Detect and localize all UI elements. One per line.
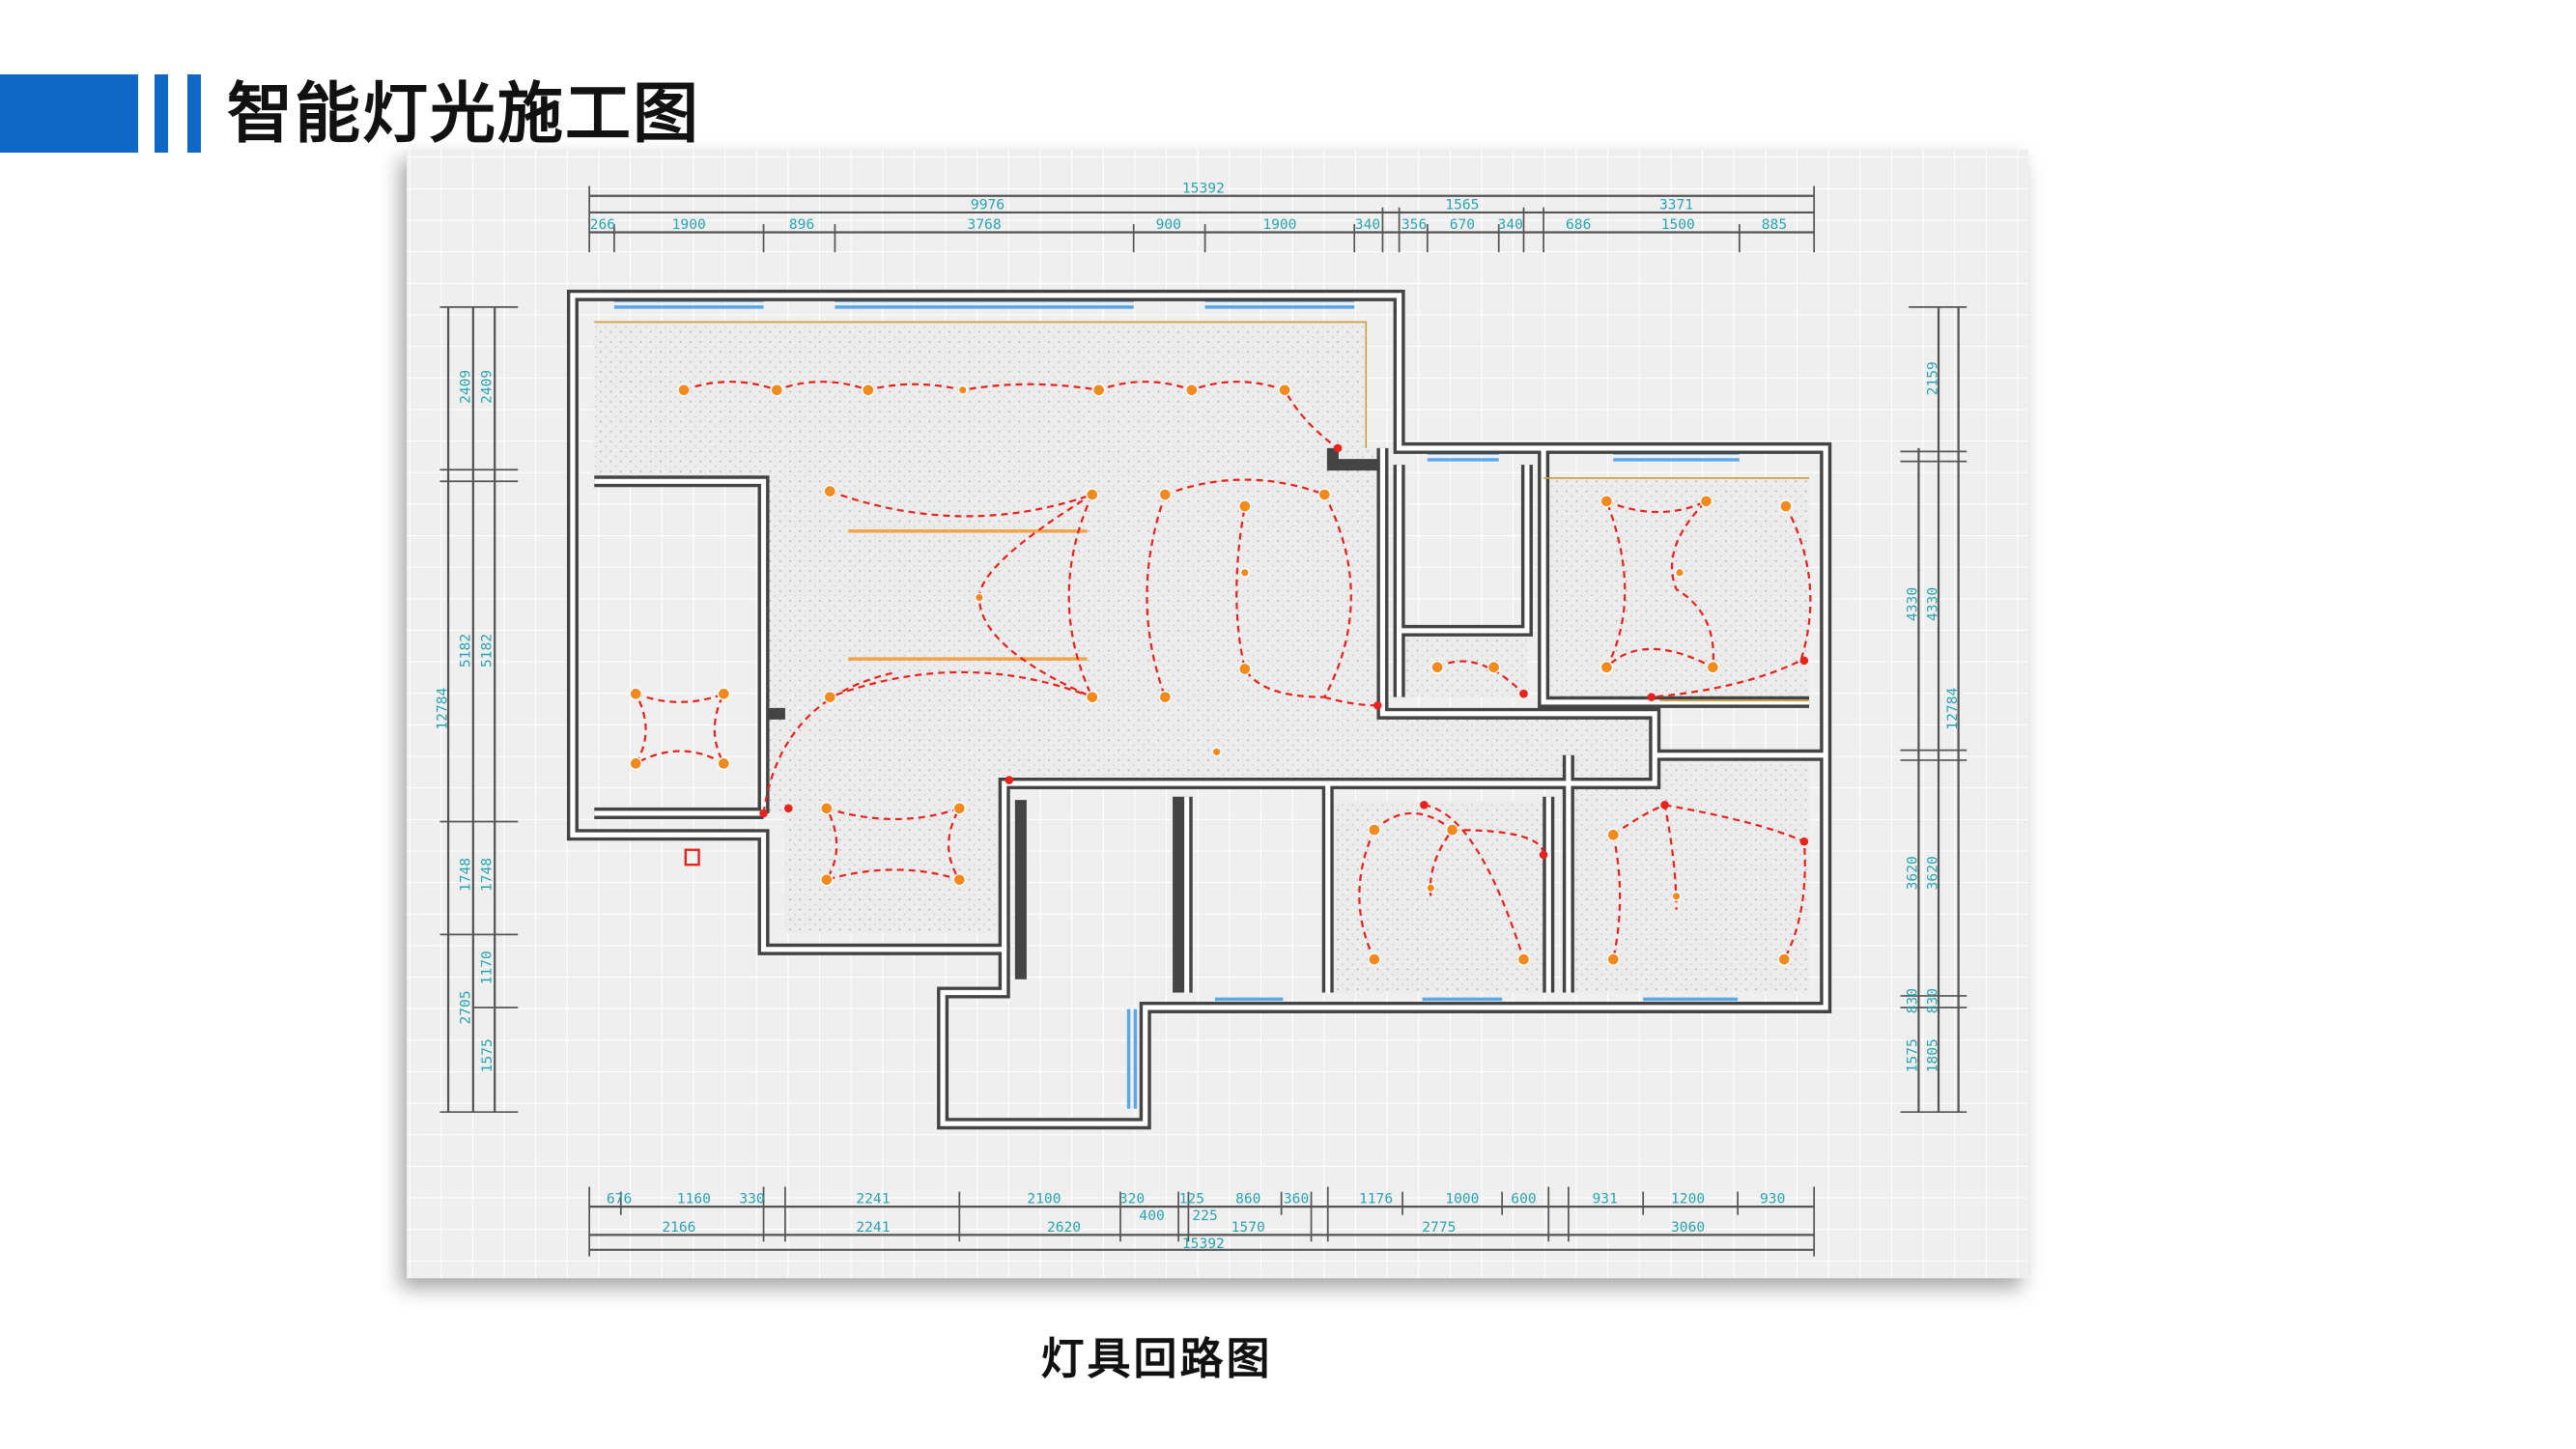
dimension-top-segment: 266 (590, 216, 615, 233)
dimension-right-inner: 4330 (1924, 587, 1940, 621)
dimension-bottom-segment: 600 (1511, 1191, 1536, 1208)
dimension-bottom-segment: 676 (607, 1191, 632, 1208)
dimension-bottom-group: 3060 (1671, 1219, 1705, 1236)
dimension-top-segment: 340 (1355, 216, 1380, 233)
header-accent-bar (155, 74, 168, 153)
dimension-bottom-segment: 930 (1760, 1191, 1785, 1208)
header-accent-block (0, 74, 138, 153)
dimension-left-inner: 1170 (479, 951, 495, 984)
header-accent-bar (187, 74, 201, 153)
dimension-top-group: 3371 (1659, 196, 1693, 213)
dimension-top-group: 9976 (971, 196, 1005, 213)
dimension-top-segment: 885 (1762, 216, 1787, 233)
dimension-bottom-group: 1570 (1231, 1219, 1265, 1236)
light-fixtures (629, 384, 1793, 966)
dimension-bottom-total: 15392 (1182, 1236, 1225, 1252)
dimension-bottom-group: 2775 (1422, 1219, 1456, 1236)
diagram-caption: 灯具回路图 (1040, 1333, 1273, 1384)
dimension-bottom-segment: 1160 (677, 1191, 711, 1208)
dimension-bottom-group: 2166 (662, 1219, 695, 1236)
dimension-left-inner: 1748 (479, 858, 495, 892)
dimension-bottom-group: 2241 (856, 1219, 890, 1236)
dimension-bottom-segment: 320 (1119, 1191, 1145, 1208)
dimension-right-outer: 830 (1905, 988, 1921, 1013)
dimension-top-group: 1565 (1445, 196, 1479, 213)
dimension-left-outer: 2409 (457, 370, 473, 404)
dimension-right-inner: 2159 (1924, 361, 1940, 395)
dimension-bottom-group: 2620 (1047, 1219, 1081, 1236)
dimension-top-segment: 340 (1498, 216, 1523, 233)
dimension-right-inner: 3620 (1924, 856, 1940, 890)
dimension-bottom-segment: 2241 (856, 1191, 890, 1208)
dimension-right-outer: 4330 (1905, 587, 1921, 621)
dimension-right-outer: 1575 (1905, 1038, 1921, 1072)
dimension-bottom-segment: 1000 (1445, 1191, 1479, 1208)
dimension-top-segment: 670 (1450, 216, 1475, 233)
dimension-bottom-segment: 860 (1235, 1191, 1260, 1208)
switch-points (684, 443, 1809, 867)
dimension-right-outer: 3620 (1905, 856, 1921, 890)
dimension-top-segment: 686 (1566, 216, 1591, 233)
dimension-top-segment: 1500 (1661, 216, 1695, 233)
page-title: 智能灯光施工图 (227, 76, 701, 153)
dimension-bottom-segment: 1200 (1671, 1191, 1705, 1208)
dimension-top-segment: 3768 (967, 216, 1001, 233)
dimension-top-segment: 356 (1401, 216, 1427, 233)
dimension-left-inner: 1575 (479, 1038, 495, 1072)
dimension-right-inner: 1805 (1924, 1038, 1940, 1072)
dimension-top-segment: 1900 (1262, 216, 1296, 233)
dimension-top-segment: 1900 (672, 216, 706, 233)
dimension-bottom-sub: 225 (1192, 1208, 1217, 1224)
dimension-bottom-segment: 931 (1592, 1191, 1617, 1208)
dimension-top-total: 15392 (1182, 180, 1225, 196)
dimension-bottom-sub: 400 (1139, 1208, 1164, 1224)
dimension-left-inner: 5182 (479, 634, 495, 668)
dimension-right-inner: 830 (1924, 988, 1940, 1013)
dimension-bottom-segment: 2100 (1027, 1191, 1061, 1208)
dimension-top-segment: 896 (789, 216, 814, 233)
dimension-left-outer: 1748 (457, 858, 473, 892)
dimension-top-segment: 900 (1156, 216, 1181, 233)
dimension-right-total: 12784 (1944, 688, 1961, 730)
walls (566, 289, 1832, 1130)
dimension-bottom-segment: 330 (739, 1191, 764, 1208)
dimension-left-outer: 2705 (457, 990, 473, 1024)
dimension-left-inner: 2409 (479, 370, 495, 404)
dimension-lines (439, 185, 1967, 1257)
dimension-labels: 15392 9976 1565 3371 266 1900 896 3768 900 1900 34… (434, 180, 1961, 1252)
dimension-bottom-segment: 360 (1284, 1191, 1309, 1208)
dimension-bottom-segment: 125 (1179, 1191, 1204, 1208)
dimension-left-outer: 5182 (457, 634, 473, 668)
dimension-bottom-segment: 1176 (1359, 1191, 1393, 1208)
dimension-left-total: 12784 (434, 688, 450, 730)
